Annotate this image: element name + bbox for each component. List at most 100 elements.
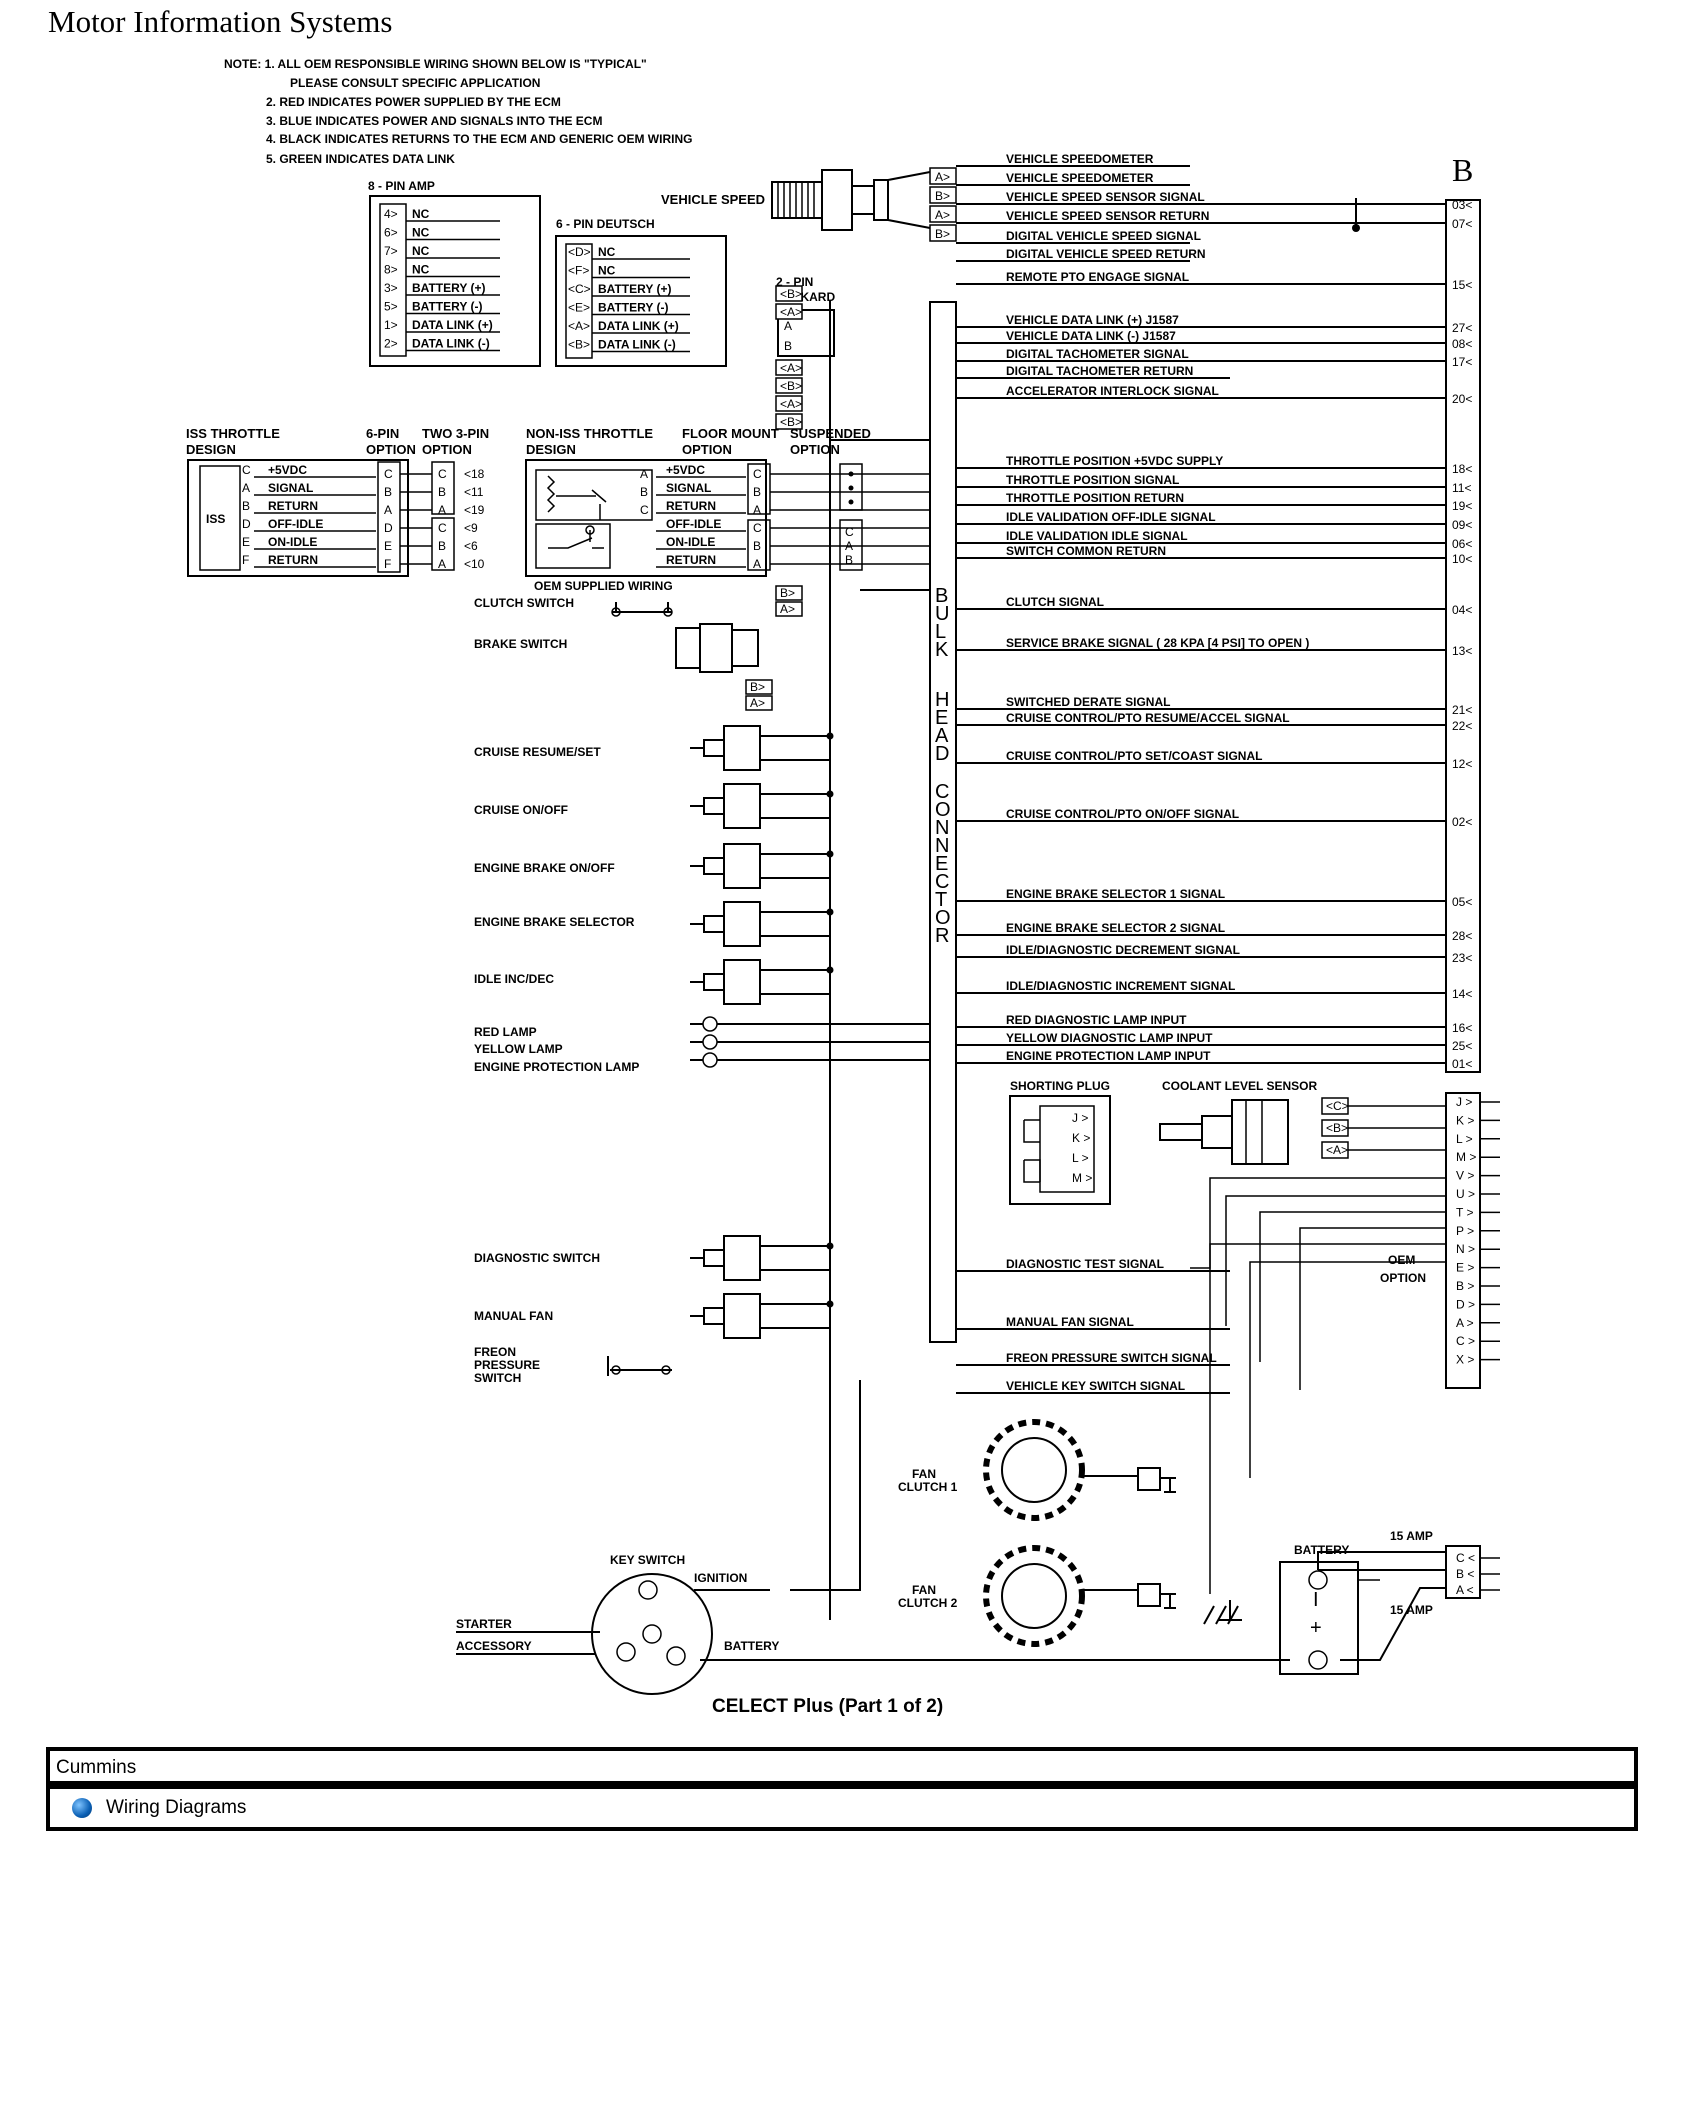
- svg-text:B: B: [640, 485, 648, 499]
- fan-clutch-2: FAN CLUTCH 2: [898, 1545, 1176, 1647]
- svg-text:OPTION: OPTION: [682, 442, 732, 457]
- svg-text:K >: K >: [1072, 1131, 1090, 1145]
- signal-label: IDLE/DIAGNOSTIC INCREMENT SIGNAL: [1006, 979, 1235, 993]
- svg-text:CLUTCH 2: CLUTCH 2: [898, 1596, 958, 1610]
- ecm-pin: 09<: [1452, 518, 1472, 532]
- svg-text:SHORTING PLUG: SHORTING PLUG: [1010, 1079, 1110, 1093]
- signal-label: YELLOW DIAGNOSTIC LAMP INPUT: [1006, 1031, 1213, 1045]
- svg-text:F: F: [384, 557, 391, 571]
- svg-text:OPTION: OPTION: [366, 442, 416, 457]
- ecm-pin: 20<: [1452, 392, 1472, 406]
- ecm-pin: 10<: [1452, 552, 1472, 566]
- svg-text:<11: <11: [464, 485, 484, 499]
- signal-label: REMOTE PTO ENGAGE SIGNAL: [1006, 270, 1189, 284]
- svg-text:6>: 6>: [384, 226, 398, 240]
- svg-text:B>: B>: [935, 227, 950, 241]
- bulkhead-letter: O: [935, 799, 951, 821]
- svg-text:<18: <18: [464, 467, 485, 481]
- ecm-pins: 03<07<15<27<08<17<20<18<11<19<09<06<10<0…: [1452, 198, 1472, 1071]
- svg-text:D: D: [384, 521, 393, 535]
- svg-text:+: +: [1310, 1617, 1322, 1639]
- wiring-diagrams-link[interactable]: Wiring Diagrams: [106, 1797, 247, 1818]
- svg-text:<B>: <B>: [1326, 1121, 1348, 1135]
- svg-text:A: A: [784, 319, 792, 333]
- svg-text:C: C: [438, 521, 447, 535]
- svg-text:BATTERY: BATTERY: [1294, 1543, 1349, 1557]
- svg-text:<C>: <C>: [568, 282, 591, 296]
- ecm-pin: 01<: [1452, 1057, 1472, 1071]
- bulkhead-letter: O: [935, 907, 951, 929]
- signal-label: SWITCHED DERATE SIGNAL: [1006, 695, 1170, 709]
- svg-text:SWITCH: SWITCH: [474, 1371, 521, 1385]
- shorting-plug: SHORTING PLUG J >K >L >M >: [1009, 1079, 1111, 1205]
- svg-text:A>: A>: [750, 696, 765, 710]
- signal-label: IDLE VALIDATION IDLE SIGNAL: [1006, 529, 1188, 543]
- svg-text:A>: A>: [780, 602, 795, 616]
- bulkhead-letter: A: [935, 725, 949, 747]
- svg-text:B>: B>: [935, 189, 950, 203]
- svg-text:C: C: [753, 467, 762, 481]
- oem-pin: P >: [1456, 1224, 1474, 1238]
- signal-label: ENGINE BRAKE SELECTOR 2 SIGNAL: [1006, 921, 1225, 935]
- toggle-switch: [723, 783, 761, 829]
- svg-text:+5VDC: +5VDC: [268, 463, 307, 477]
- svg-text:OPTION: OPTION: [790, 442, 840, 457]
- signal-label: DIGITAL TACHOMETER RETURN: [1006, 364, 1193, 378]
- svg-text:B>: B>: [750, 680, 765, 694]
- svg-text:<9: <9: [464, 521, 478, 535]
- svg-text:DESIGN: DESIGN: [186, 442, 236, 457]
- svg-text:A: A: [845, 539, 853, 553]
- bulkhead-pin-boxes: <B><A><A><B><A><B>B>A>B>A>: [745, 285, 803, 711]
- ecm-pin: 25<: [1452, 1039, 1472, 1053]
- oem-pin: X >: [1456, 1353, 1474, 1367]
- signal-label: VEHICLE SPEED SENSOR RETURN: [1006, 209, 1209, 223]
- signal-label: DIAGNOSTIC TEST SIGNAL: [1006, 1257, 1164, 1271]
- svg-text:NC: NC: [412, 207, 430, 221]
- svg-text:ON-IDLE: ON-IDLE: [666, 535, 715, 549]
- svg-text:ENGINE BRAKE ON/OFF: ENGINE BRAKE ON/OFF: [474, 861, 615, 875]
- key-switch: KEY SWITCH IGNITION STARTER ACCESSORY BA…: [456, 1380, 1290, 1695]
- signal-label: ACCELERATOR INTERLOCK SIGNAL: [1006, 384, 1219, 398]
- svg-text:<B>: <B>: [568, 338, 590, 352]
- svg-text:B: B: [753, 539, 761, 553]
- ecm-pin: 16<: [1452, 1021, 1472, 1035]
- svg-text:A: A: [753, 557, 761, 571]
- svg-text:C: C: [384, 467, 393, 481]
- svg-text:CLUTCH SWITCH: CLUTCH SWITCH: [474, 596, 574, 610]
- svg-text:DATA LINK (-): DATA LINK (-): [412, 337, 490, 351]
- signal-label: VEHICLE SPEED SENSOR SIGNAL: [1006, 190, 1205, 204]
- svg-text:<A>: <A>: [568, 319, 590, 333]
- svg-text:I: I: [1313, 1589, 1319, 1611]
- svg-text:RETURN: RETURN: [666, 499, 716, 513]
- svg-text:<B>: <B>: [780, 415, 802, 429]
- svg-text:C: C: [753, 521, 762, 535]
- ecm-pin: 06<: [1452, 537, 1472, 551]
- oem-pin: L >: [1456, 1132, 1473, 1146]
- svg-text:A: A: [242, 481, 250, 495]
- svg-text:<6: <6: [464, 539, 478, 553]
- svg-text:A: A: [384, 503, 392, 517]
- note-3: 3. BLUE INDICATES POWER AND SIGNALS INTO…: [266, 114, 602, 128]
- svg-text:BRAKE SWITCH: BRAKE SWITCH: [474, 637, 567, 651]
- svg-text:DATA LINK (+): DATA LINK (+): [598, 319, 679, 333]
- svg-text:3>: 3>: [384, 281, 398, 295]
- svg-text:L >: L >: [1072, 1151, 1089, 1165]
- toggle-switch: [723, 1293, 761, 1339]
- svg-text:A>: A>: [935, 208, 950, 222]
- lamp-icon: [702, 1016, 718, 1032]
- svg-text:OFF-IDLE: OFF-IDLE: [666, 517, 721, 531]
- ecm-pin: 22<: [1452, 719, 1472, 733]
- svg-text:15 AMP: 15 AMP: [1390, 1603, 1433, 1617]
- signal-label: FREON PRESSURE SWITCH SIGNAL: [1006, 1351, 1217, 1365]
- throttle-section: ISS THROTTLE DESIGN 6-PIN OPTION TWO 3-P…: [186, 426, 930, 593]
- note-5: 5. GREEN INDICATES DATA LINK: [266, 152, 455, 166]
- footer-section-header: Cummins: [46, 1747, 1638, 1785]
- signal-label: RED DIAGNOSTIC LAMP INPUT: [1006, 1013, 1187, 1027]
- signal-label: VEHICLE KEY SWITCH SIGNAL: [1006, 1379, 1185, 1393]
- oem-pin: J >: [1456, 1095, 1472, 1109]
- ecm-pin: 12<: [1452, 757, 1472, 771]
- signal-label: VEHICLE DATA LINK (-) J1587: [1006, 329, 1176, 343]
- svg-text:J >: J >: [1072, 1111, 1088, 1125]
- svg-text:CLUTCH 1: CLUTCH 1: [898, 1480, 958, 1494]
